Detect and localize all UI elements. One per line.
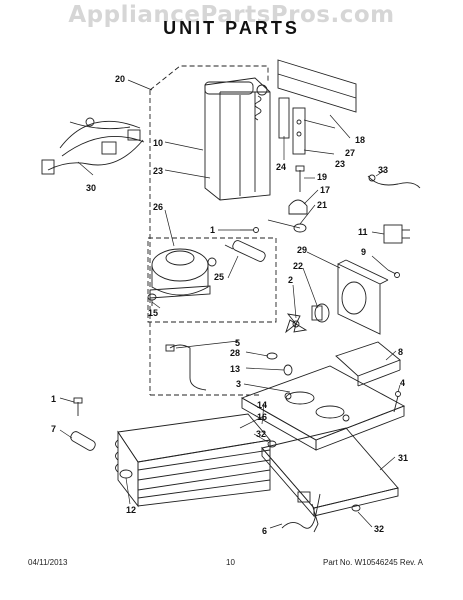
callout-12: 12 [126,505,136,515]
drain-tube [70,431,96,451]
fan-motor [311,303,330,323]
temperature-sensor [267,219,307,233]
callout-16: 16 [257,412,267,422]
footer-date: 04/11/2013 [28,558,68,567]
footer-part-number: Part No. W10546245 Rev. A [323,558,423,567]
callout-7: 7 [51,424,56,434]
drain-pan [261,427,399,518]
footer-page-number: 10 [226,558,235,567]
callout-31: 31 [398,453,408,463]
callout-17: 17 [320,185,330,195]
callout-23-right: 23 [335,159,345,169]
drain-fitting [267,440,361,512]
callout-21: 21 [317,200,327,210]
mounting-bracket [277,59,357,113]
compressor [149,248,217,299]
callout-25: 25 [214,272,224,282]
screw-top [240,227,259,233]
callout-4: 4 [400,378,405,388]
callout-29: 29 [297,245,307,255]
screw [387,269,400,278]
clip-bracket [278,97,306,155]
heater-wire [281,491,321,529]
callout-23-left: 23 [153,166,163,176]
screw-left [73,397,83,416]
watermark: AppliancePartsPros.com [68,2,395,28]
base-tray [240,365,406,451]
leveling-foot [119,469,133,479]
fan-blade [285,313,308,334]
callout-2: 2 [288,275,293,285]
callout-32-top: 32 [256,429,266,439]
callout-9: 9 [361,247,366,257]
fan-shroud [337,259,389,335]
wire-harness [41,117,145,175]
callout-27: 27 [345,148,355,158]
callout-13: 13 [230,364,240,374]
callout-32-bottom: 32 [374,524,384,534]
relay [383,224,410,244]
callout-20: 20 [115,74,125,84]
compressor-grommet [147,293,157,306]
condenser-coil [204,77,271,201]
evaporator-coil [115,413,271,508]
callout-33: 33 [378,165,388,175]
callout-6: 6 [262,526,267,536]
callout-14: 14 [257,400,267,410]
power-wire [165,344,207,391]
callout-1-left: 1 [51,394,56,404]
callout-8: 8 [398,347,403,357]
callout-11: 11 [358,227,368,237]
leader-lines [59,79,401,529]
callout-22: 22 [293,261,303,271]
sensor-wire [367,174,421,189]
callout-30: 30 [86,183,96,193]
callout-28: 28 [230,348,240,358]
callout-26: 26 [153,202,163,212]
callout-10: 10 [153,138,163,148]
callout-24: 24 [276,162,286,172]
dryer-filter [224,240,266,262]
callouts: 20 10 23 30 18 23 27 24 19 17 21 33 11 9… [51,74,408,536]
callout-5: 5 [235,338,240,348]
control-bracket [335,341,401,387]
callout-3: 3 [236,379,241,389]
callout-19: 19 [317,172,327,182]
assembly-outline [147,65,277,396]
grommet-small [266,352,293,376]
screw-clamp [288,165,308,215]
page-title: UNIT PARTS [163,18,300,38]
wire-heater [311,503,319,533]
callout-18: 18 [355,135,365,145]
callout-1-top: 1 [210,225,215,235]
callout-15: 15 [148,308,158,318]
